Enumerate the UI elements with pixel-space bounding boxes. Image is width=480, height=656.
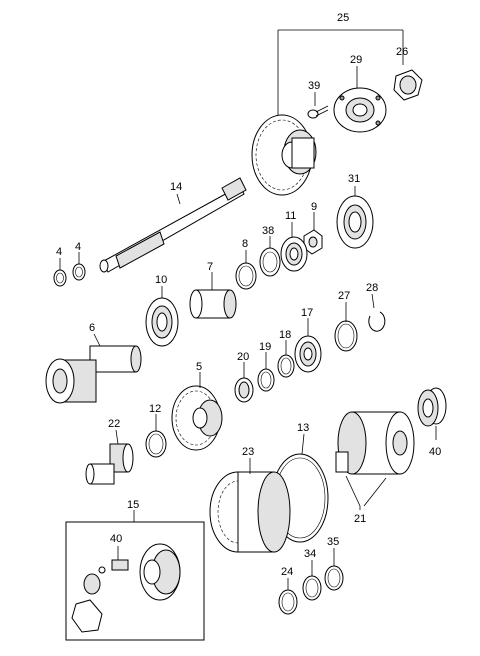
callout-26: 26 [396,46,408,58]
shim-34 [302,560,322,601]
bearing-40-right [417,387,447,440]
lock-nut-26 [393,69,423,101]
input-gear-6 [45,333,142,404]
callout-12: 12 [149,403,161,415]
callout-22: 22 [108,418,120,430]
callout-14: 14 [170,181,182,193]
callout-27: 27 [338,290,350,302]
ring-18 [277,340,295,378]
callout-40a: 40 [429,446,441,458]
callout-10: 10 [155,274,167,286]
hub-29 [333,87,387,133]
bolt-39 [307,105,329,119]
callout-40b: 40 [110,533,122,545]
callout-18: 18 [279,329,291,341]
drive-gear-25 [251,114,317,196]
ring-gear-23 [209,458,291,553]
callout-34: 34 [304,548,316,560]
shim-35 [324,548,344,591]
callout-28: 28 [366,282,378,294]
gear-5 [171,372,223,451]
callout-24: 24 [281,566,293,578]
nut-9 [303,212,323,255]
bearing-10 [145,286,179,347]
callout-6: 6 [89,322,95,334]
carrier-21 [335,411,415,475]
callout-5: 5 [196,361,202,373]
output-shaft-14 [99,177,247,273]
callout-19: 19 [259,341,271,353]
callout-25: 25 [337,12,349,24]
ring-20 [234,362,254,403]
ring-19 [257,352,275,392]
snap-ring-27 [334,302,358,352]
callout-38: 38 [262,225,274,237]
callout-20: 20 [237,351,249,363]
bearing-11 [280,222,308,272]
bearing-17 [294,318,322,373]
ring-12 [145,414,167,458]
callout-29: 29 [350,54,362,66]
callout-17: 17 [301,307,313,319]
washer-4a [53,258,67,287]
snap-ring-8 [235,250,257,290]
leader-lines-25 [277,29,404,128]
shim-24 [278,578,298,615]
callout-23: 23 [242,446,254,458]
sleeve-7 [189,272,237,319]
callout-7: 7 [207,261,213,273]
leader-lines-21 [345,475,387,510]
callout-21: 21 [354,513,366,525]
bearing-31 [336,186,374,249]
callout-31: 31 [348,173,360,185]
callout-15: 15 [127,499,139,511]
pinion-shaft-22 [85,429,134,485]
callout-35: 35 [327,536,339,548]
callout-9: 9 [311,201,317,213]
callout-4b: 4 [75,241,81,253]
callout-8: 8 [242,238,248,250]
callout-39: 39 [308,80,320,92]
callout-13: 13 [297,422,309,434]
ring-38 [259,236,281,277]
washer-4b [72,252,86,281]
callout-4a: 4 [56,246,62,258]
snap-ring-28 [368,293,386,332]
differential-box-15 [65,510,205,641]
callout-11: 11 [285,210,296,222]
